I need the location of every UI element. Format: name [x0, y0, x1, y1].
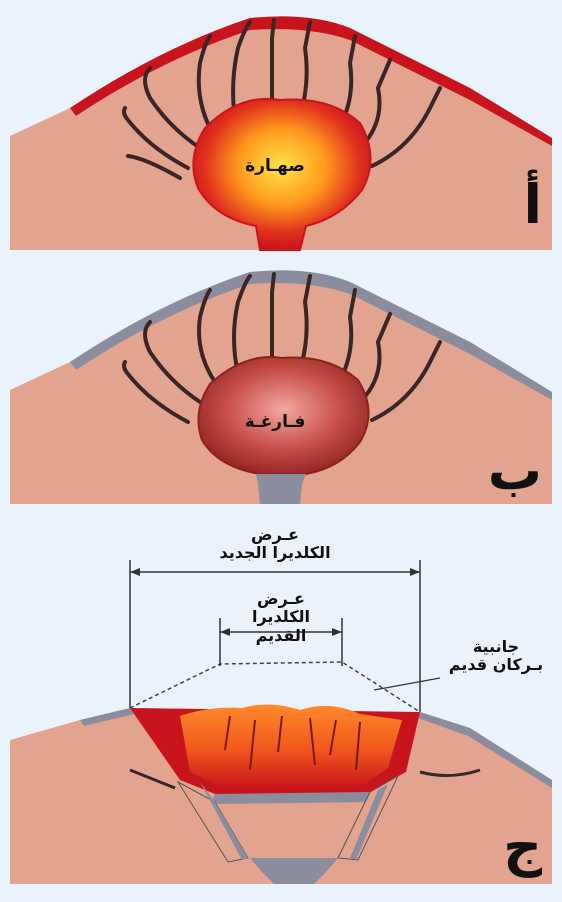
conduit-b [256, 474, 306, 504]
new-caldera-width-label: عـرض الكلديرا الجديد [219, 526, 330, 563]
panel-a-illustration [10, 8, 552, 258]
old-volcano-flank-line1: جانبية [449, 638, 543, 656]
panel-letter-c: ج [503, 820, 542, 874]
caldera-fill [180, 704, 402, 788]
old-caldera-width-line2: الكلديرا [252, 608, 310, 626]
panel-c-illustration [10, 520, 552, 892]
old-caldera-width-label: عـرض الكلديرا القديم [252, 590, 310, 645]
old-caldera-width-line3: القديم [252, 627, 310, 645]
panel-a: صهـارة أ [10, 8, 552, 258]
empty-label: فـارغـة [245, 412, 306, 432]
new-caldera-width-line1: عـرض [219, 526, 330, 544]
old-volcano-flank-label: جانبية بـركان قديم [449, 638, 543, 675]
panel-b-illustration [10, 262, 552, 512]
panel-letter-a: أ [523, 178, 542, 232]
new-caldera-width-line2: الكلديرا الجديد [219, 544, 330, 562]
panel-letter-b: ب [488, 444, 542, 498]
old-volcano-flank-line2: بـركان قديم [449, 656, 543, 674]
panel-b: فـارغـة ب [10, 262, 552, 512]
magma-label: صهـارة [245, 156, 305, 176]
old-volcano-outline [130, 662, 420, 712]
panel-c: عـرض الكلديرا الجديد عـرض الكلديرا القدي… [10, 520, 552, 892]
old-caldera-width-line1: عـرض [252, 590, 310, 608]
